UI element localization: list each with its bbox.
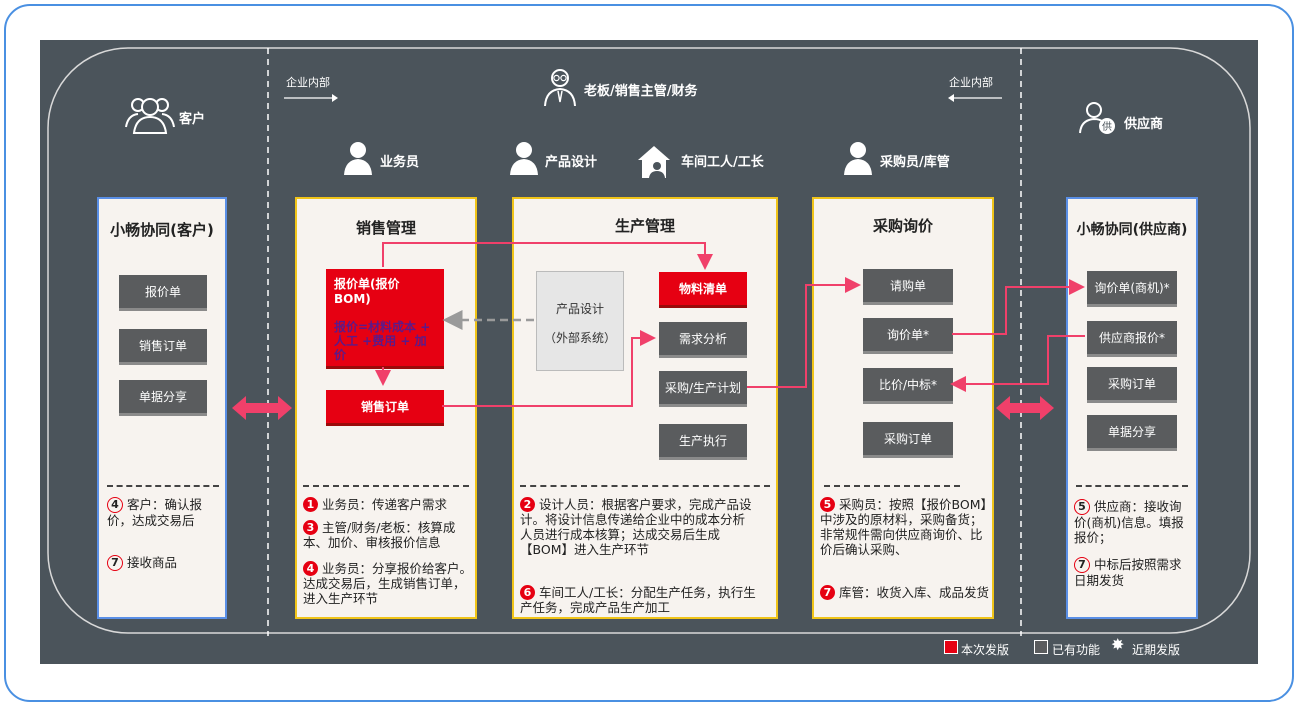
inquiry-button[interactable]: 询价单*: [863, 318, 953, 354]
legend-new-swatch: [944, 640, 958, 654]
note-text: 供应商：接收询价(商机)信息。填报报价；: [1074, 499, 1184, 545]
customer-panel-title: 小畅协同(客户): [110, 221, 214, 239]
workshop-icon: [638, 146, 670, 178]
customer-role-label: 客户: [179, 112, 206, 127]
supplier-role-label: 供应商: [1124, 117, 1164, 132]
step-badge: 1: [303, 497, 318, 512]
supplier-purchase-order-button[interactable]: 采购订单: [1087, 367, 1177, 403]
boss-icon: [544, 69, 576, 107]
internal-label-right: 企业内部: [949, 76, 993, 89]
purchase-note-7: 7 库管：收货入库、成品发货: [820, 585, 992, 600]
salesman-role-label: 业务员: [380, 155, 420, 170]
note-text: 中标后按照需求日期发货: [1074, 557, 1182, 588]
note-text: 客户：确认报价，达成交易后: [107, 497, 203, 528]
design-box-title: 产品设计: [555, 302, 604, 316]
step-badge: 4: [107, 497, 123, 513]
customer-sales-order-button[interactable]: 销售订单: [119, 329, 207, 365]
purchase-order-button[interactable]: 采购订单: [863, 422, 953, 458]
production-panel: 生产管理 产品设计 （外部系统） 物料清单 需求分析 采购/生产计划 生产执行 …: [512, 197, 778, 619]
supplier-quote-button[interactable]: 供应商报价*: [1087, 321, 1177, 357]
customer-group-icon: [125, 98, 175, 134]
internal-label-left: 企业内部: [286, 76, 330, 89]
customer-doc-share-button[interactable]: 单据分享: [119, 380, 207, 416]
purchaser-icon: [844, 142, 872, 175]
step-badge: 3: [303, 520, 318, 535]
lane-outline: [47, 47, 1251, 636]
bid-compare-button[interactable]: 比价/中标*: [863, 368, 953, 404]
sales-note-1: 1 业务员：传递客户需求: [303, 497, 473, 512]
step-badge: 7: [107, 555, 123, 571]
note-text: 设计人员：根据客户要求，完成产品设计。将设计信息传递给企业中的成本分析人员进行成…: [520, 497, 752, 557]
quote-bom-box[interactable]: 报价单(报价BOM) 报价=材料成本 + 人工 +费用 + 加价: [326, 269, 444, 369]
designer-icon: [510, 142, 538, 175]
design-box-subtitle: （外部系统）: [543, 331, 616, 345]
note-text: 主管/财务/老板：核算成本、加价、审核报价信息: [303, 520, 456, 550]
workshop-role-label: 车间工人/工长: [681, 155, 764, 170]
step-badge: 4: [303, 561, 318, 576]
step-badge: 5: [1074, 499, 1090, 515]
quote-formula: 报价=材料成本 + 人工 +费用 + 加价: [334, 320, 431, 362]
divider: [107, 485, 219, 487]
product-design-box: 产品设计 （外部系统）: [536, 271, 624, 371]
divider: [824, 485, 960, 487]
boss-role-label: 老板/销售主管/财务: [584, 84, 698, 99]
supplier-inquiry-button[interactable]: 询价单(商机)*: [1087, 271, 1177, 307]
divider: [520, 485, 770, 487]
purchase-request-button[interactable]: 请购单: [863, 269, 953, 305]
demand-analysis-button[interactable]: 需求分析: [659, 322, 747, 358]
note-text: 库管：收货入库、成品发货: [839, 585, 990, 600]
designer-role-label: 产品设计: [545, 155, 598, 170]
sales-panel: 销售管理 报价单(报价BOM) 报价=材料成本 + 人工 +费用 + 加价 销售…: [295, 197, 477, 619]
sales-order-button[interactable]: 销售订单: [326, 390, 444, 426]
production-panel-title: 生产管理: [614, 217, 675, 235]
note-text: 接收商品: [127, 555, 178, 570]
quote-bom-title: 报价单(报价BOM): [334, 277, 400, 306]
purchaser-role-label: 采购员/库管: [880, 155, 950, 170]
salesman-icon: [344, 142, 372, 175]
legend-new-label: 本次发版: [961, 643, 1010, 657]
diagram-canvas: 企业内部 企业内部 老板/销售主管/财务 客户 供 供应商 业务员 产品设计: [40, 40, 1258, 664]
svg-text:供: 供: [1102, 120, 1112, 133]
supplier-doc-share-button[interactable]: 单据分享: [1087, 415, 1177, 451]
step-badge: 7: [820, 585, 835, 600]
sales-panel-title: 销售管理: [355, 219, 416, 237]
divider: [1076, 485, 1188, 487]
divider: [303, 485, 469, 487]
legend-existing-swatch: [1034, 640, 1048, 654]
legend-existing-label: 已有功能: [1052, 643, 1101, 657]
step-badge: 7: [1074, 557, 1090, 573]
customer-note-7: 7 接收商品: [107, 555, 223, 571]
note-text: 采购员：按照【报价BOM】中涉及的原材料，采购备货；非常规件需向供应商询价、比价…: [820, 497, 987, 557]
step-badge: 2: [520, 497, 535, 512]
step-badge: 5: [820, 497, 835, 512]
note-text: 业务员：分享报价给客户。达成交易后，生成销售订单，进入生产环节: [303, 561, 473, 606]
purchase-panel-title: 采购询价: [872, 217, 933, 235]
purchase-plan-button[interactable]: 采购/生产计划: [659, 371, 747, 407]
outer-frame: [4, 4, 1294, 702]
bom-button[interactable]: 物料清单: [659, 272, 747, 308]
step-badge: 6: [520, 585, 535, 600]
note-text: 车间工人/工长：分配生产任务，执行生产任务，完成产品生产加工: [520, 585, 756, 615]
supplier-panel-title: 小畅协同(供应商): [1076, 222, 1188, 238]
star-icon: ✸: [1111, 635, 1125, 654]
supplier-icon: 供: [1079, 102, 1115, 134]
note-text: 业务员：传递客户需求: [322, 497, 448, 512]
legend-upcoming-label: 近期发版: [1132, 643, 1181, 657]
production-exec-button[interactable]: 生产执行: [659, 424, 747, 460]
customer-quote-button[interactable]: 报价单: [119, 275, 207, 311]
